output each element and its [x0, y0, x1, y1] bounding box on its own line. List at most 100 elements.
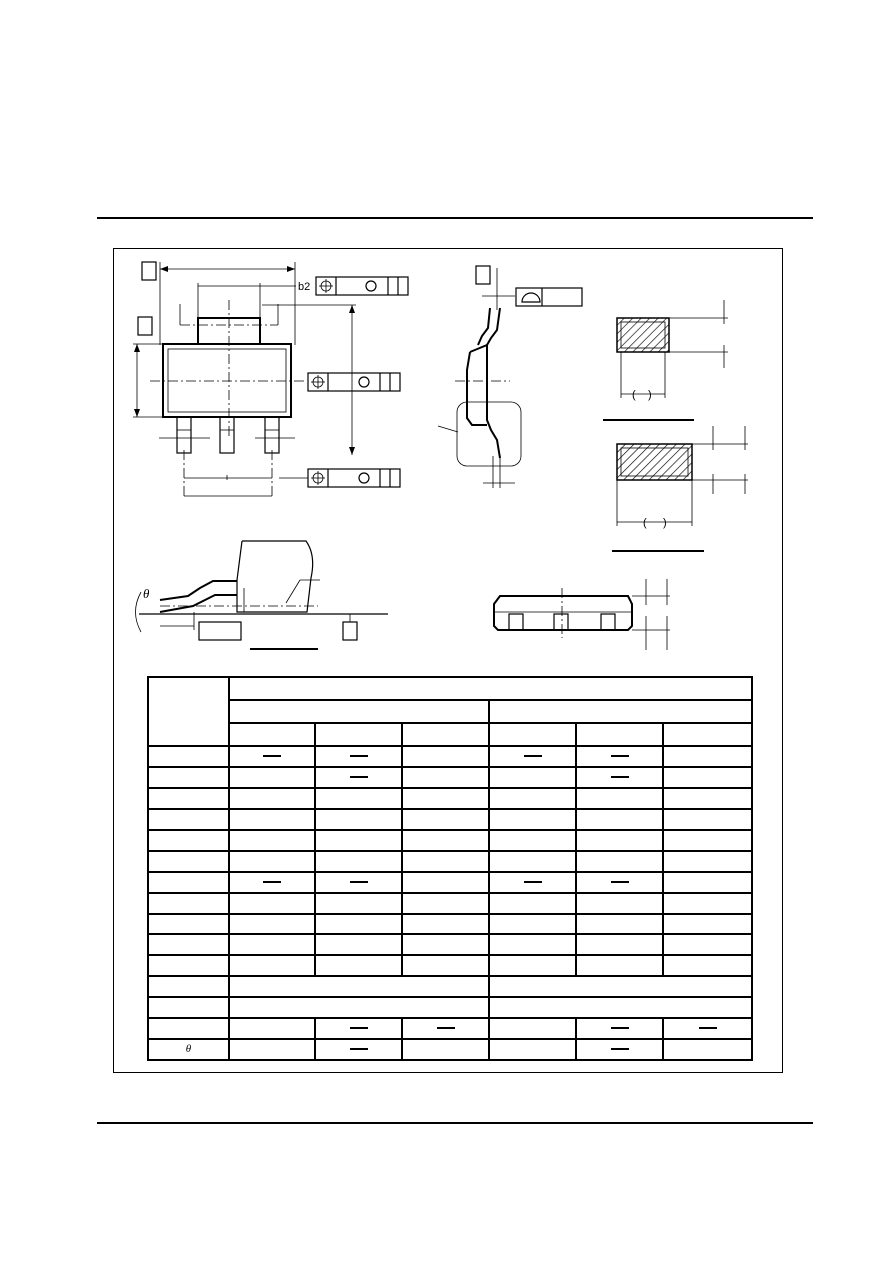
table-row	[147, 745, 754, 769]
table-row	[147, 808, 754, 831]
value-cell	[314, 828, 403, 852]
dash-cell	[488, 870, 577, 894]
symbol-cell	[147, 766, 230, 790]
table-row	[147, 870, 754, 894]
dash-cell	[575, 1038, 664, 1061]
lead-detail-view: θ	[135, 540, 388, 650]
value-cell	[487, 975, 754, 999]
value-cell	[661, 1038, 754, 1061]
dash-mark	[349, 755, 368, 758]
value-cell	[661, 828, 754, 852]
detail-region	[456, 401, 522, 467]
value-cell	[575, 828, 664, 852]
symbol-cell	[147, 933, 230, 957]
drawing-frame	[113, 248, 783, 1073]
table-row	[147, 849, 754, 873]
section-2-paren-close: )	[663, 517, 667, 529]
front-view	[493, 579, 670, 650]
symbol-cell	[147, 975, 230, 999]
section-1-paren-close: )	[648, 389, 652, 401]
value-cell	[661, 808, 754, 831]
value-cell	[575, 808, 664, 831]
value-cell	[228, 996, 490, 1020]
value-cell	[661, 891, 754, 915]
dash-mark	[610, 1027, 629, 1030]
value-cell	[228, 828, 316, 852]
symbol-cell	[147, 828, 230, 852]
value-cell	[228, 912, 316, 936]
package-body	[162, 343, 292, 418]
symbol-cell	[147, 745, 230, 769]
section-1-paren-open: (	[632, 389, 636, 401]
table-row	[147, 1017, 754, 1041]
value-cell	[228, 1017, 316, 1041]
dash-cell	[401, 1017, 490, 1041]
value-cell	[661, 766, 754, 790]
value-cell	[228, 766, 316, 790]
value-cell	[314, 954, 403, 978]
dash-mark	[610, 755, 629, 758]
dash-cell	[575, 870, 664, 894]
table-row	[147, 787, 754, 811]
value-cell	[488, 787, 577, 811]
value-cell	[401, 787, 490, 811]
table-row	[147, 954, 754, 978]
datum-box-b	[137, 316, 153, 336]
table-header-row-3	[148, 722, 754, 748]
value-cell	[401, 766, 490, 790]
value-cell	[661, 745, 754, 769]
symbol-cell: θ	[147, 1038, 230, 1061]
symbol-cell	[147, 870, 230, 894]
value-cell	[228, 787, 316, 811]
value-cell	[228, 808, 316, 831]
value-cell	[401, 933, 490, 957]
dash-mark	[610, 1048, 629, 1051]
symbol-cell	[147, 787, 230, 811]
header-typ-right	[575, 722, 664, 748]
symbol-cell	[147, 912, 230, 936]
value-cell	[488, 1038, 577, 1061]
dash-mark	[349, 1048, 368, 1051]
value-cell	[228, 954, 316, 978]
table-row-merged	[147, 996, 754, 1020]
value-cell	[488, 766, 577, 790]
value-cell	[228, 849, 316, 873]
header-typ-left	[314, 722, 403, 748]
value-cell	[401, 912, 490, 936]
datum-box-seating	[342, 621, 358, 641]
value-cell	[401, 745, 490, 769]
dash-mark	[436, 1027, 455, 1030]
theta-label: θ	[143, 586, 150, 601]
section-view-2: ( )	[612, 426, 748, 552]
table-row	[147, 891, 754, 915]
dash-cell	[314, 745, 403, 769]
dash-cell	[314, 870, 403, 894]
value-cell	[314, 891, 403, 915]
value-cell	[661, 954, 754, 978]
label-b2: b2	[298, 281, 310, 293]
value-cell	[488, 808, 577, 831]
value-cell	[228, 933, 316, 957]
header-min-left	[228, 722, 316, 748]
header-min-right	[488, 722, 577, 748]
lead-2	[219, 416, 235, 454]
header-max-left	[401, 722, 490, 748]
value-cell	[575, 891, 664, 915]
dash-mark	[263, 880, 281, 883]
value-cell	[488, 891, 577, 915]
value-cell	[314, 787, 403, 811]
table-row	[147, 933, 754, 957]
dash-mark	[263, 755, 281, 758]
value-cell	[401, 1038, 490, 1061]
value-cell	[488, 954, 577, 978]
dash-mark	[523, 880, 542, 883]
value-cell	[314, 849, 403, 873]
value-cell	[575, 933, 664, 957]
value-cell	[661, 787, 754, 811]
value-cell	[401, 954, 490, 978]
value-cell	[487, 996, 754, 1020]
value-cell	[488, 912, 577, 936]
dash-mark	[349, 880, 368, 883]
header-unit-left	[228, 699, 490, 725]
